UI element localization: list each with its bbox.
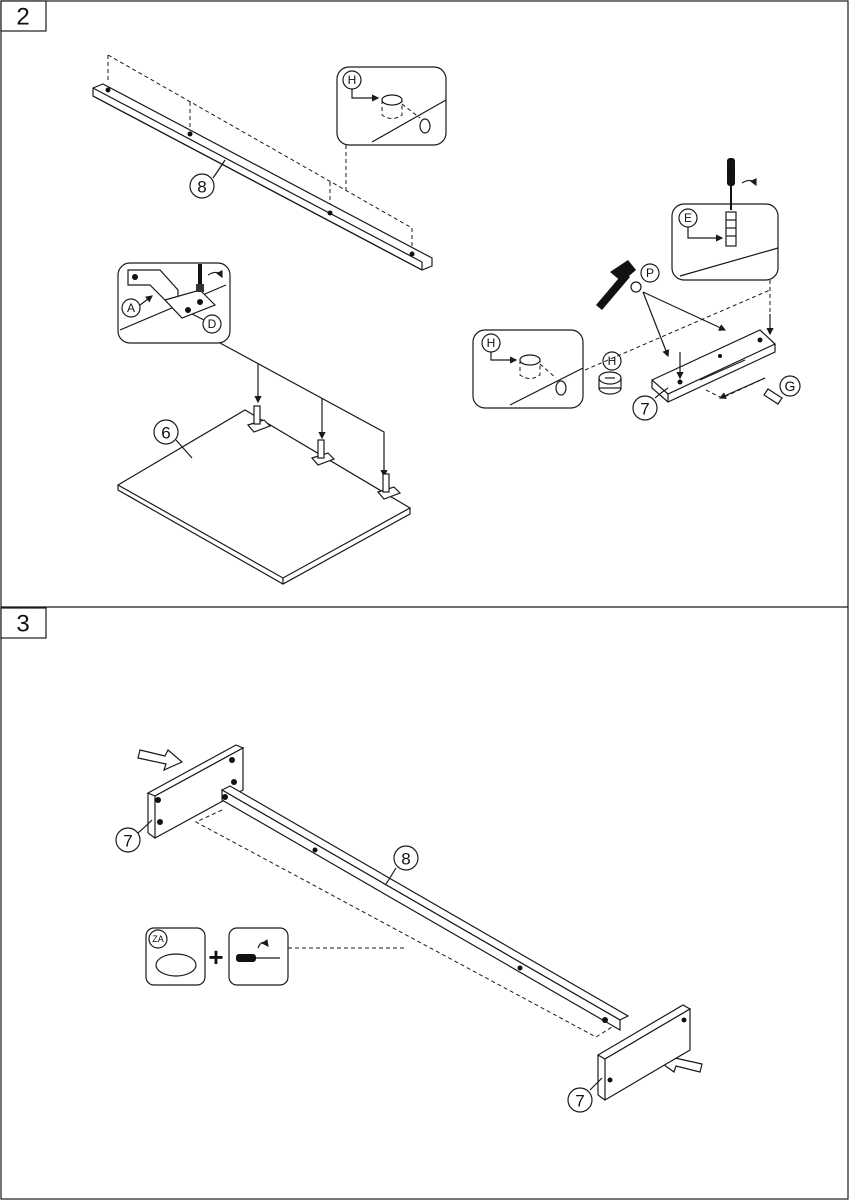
- hardware-label-g: G: [785, 378, 796, 394]
- hardware-label-h-3: H: [608, 354, 617, 368]
- left-side-part-7: 7: [115, 744, 245, 853]
- right-side-part-7: 7: [567, 1004, 692, 1113]
- step-number-box: [0, 607, 47, 639]
- hardware-label-e: E: [684, 211, 692, 225]
- nail-icon: [630, 281, 642, 293]
- part-label-7-right: 7: [575, 1092, 584, 1111]
- hardware-label-a: A: [127, 301, 135, 315]
- part-label-8: 8: [401, 850, 410, 869]
- part-label-7: 7: [640, 400, 649, 419]
- dowel-icon: [763, 388, 783, 405]
- step-number: 3: [16, 611, 29, 638]
- hinge-inset: A D: [117, 262, 388, 478]
- step-number-box: [0, 0, 47, 32]
- hardware-label-p: P: [646, 266, 654, 280]
- part-label-6: 6: [161, 424, 170, 443]
- rail-part-8: 8: [92, 54, 433, 271]
- cam-inset-2: H: [472, 329, 584, 409]
- panel-part-6: 6: [116, 405, 412, 585]
- hardware-label-h: H: [348, 73, 357, 87]
- hammer-icon: [596, 260, 636, 310]
- cap-inset: ZA: [145, 927, 206, 986]
- part-label-8: 8: [197, 178, 206, 197]
- push-arrow-icon: [137, 749, 184, 772]
- screw-inset: E: [671, 158, 779, 330]
- part-label-7-left: 7: [123, 832, 132, 851]
- plus-sign: +: [208, 942, 223, 972]
- hardware-label-h-2: H: [487, 336, 496, 350]
- cam-inset: H: [336, 66, 447, 190]
- hardware-label-za: ZA: [152, 934, 164, 944]
- screwdriver-inset: [228, 927, 289, 986]
- hardware-label-d: D: [208, 317, 217, 331]
- rail-part-8: 8: [194, 785, 630, 1038]
- rotate-icon: [257, 939, 269, 949]
- side-part-7: 7: [584, 289, 777, 421]
- cam-fitting-icon: [598, 371, 622, 395]
- step-3: 3 7 8: [0, 607, 703, 1113]
- step-number: 2: [16, 4, 29, 31]
- screwdriver-icon: [236, 954, 256, 962]
- step-2: 2 8 H: [0, 0, 801, 585]
